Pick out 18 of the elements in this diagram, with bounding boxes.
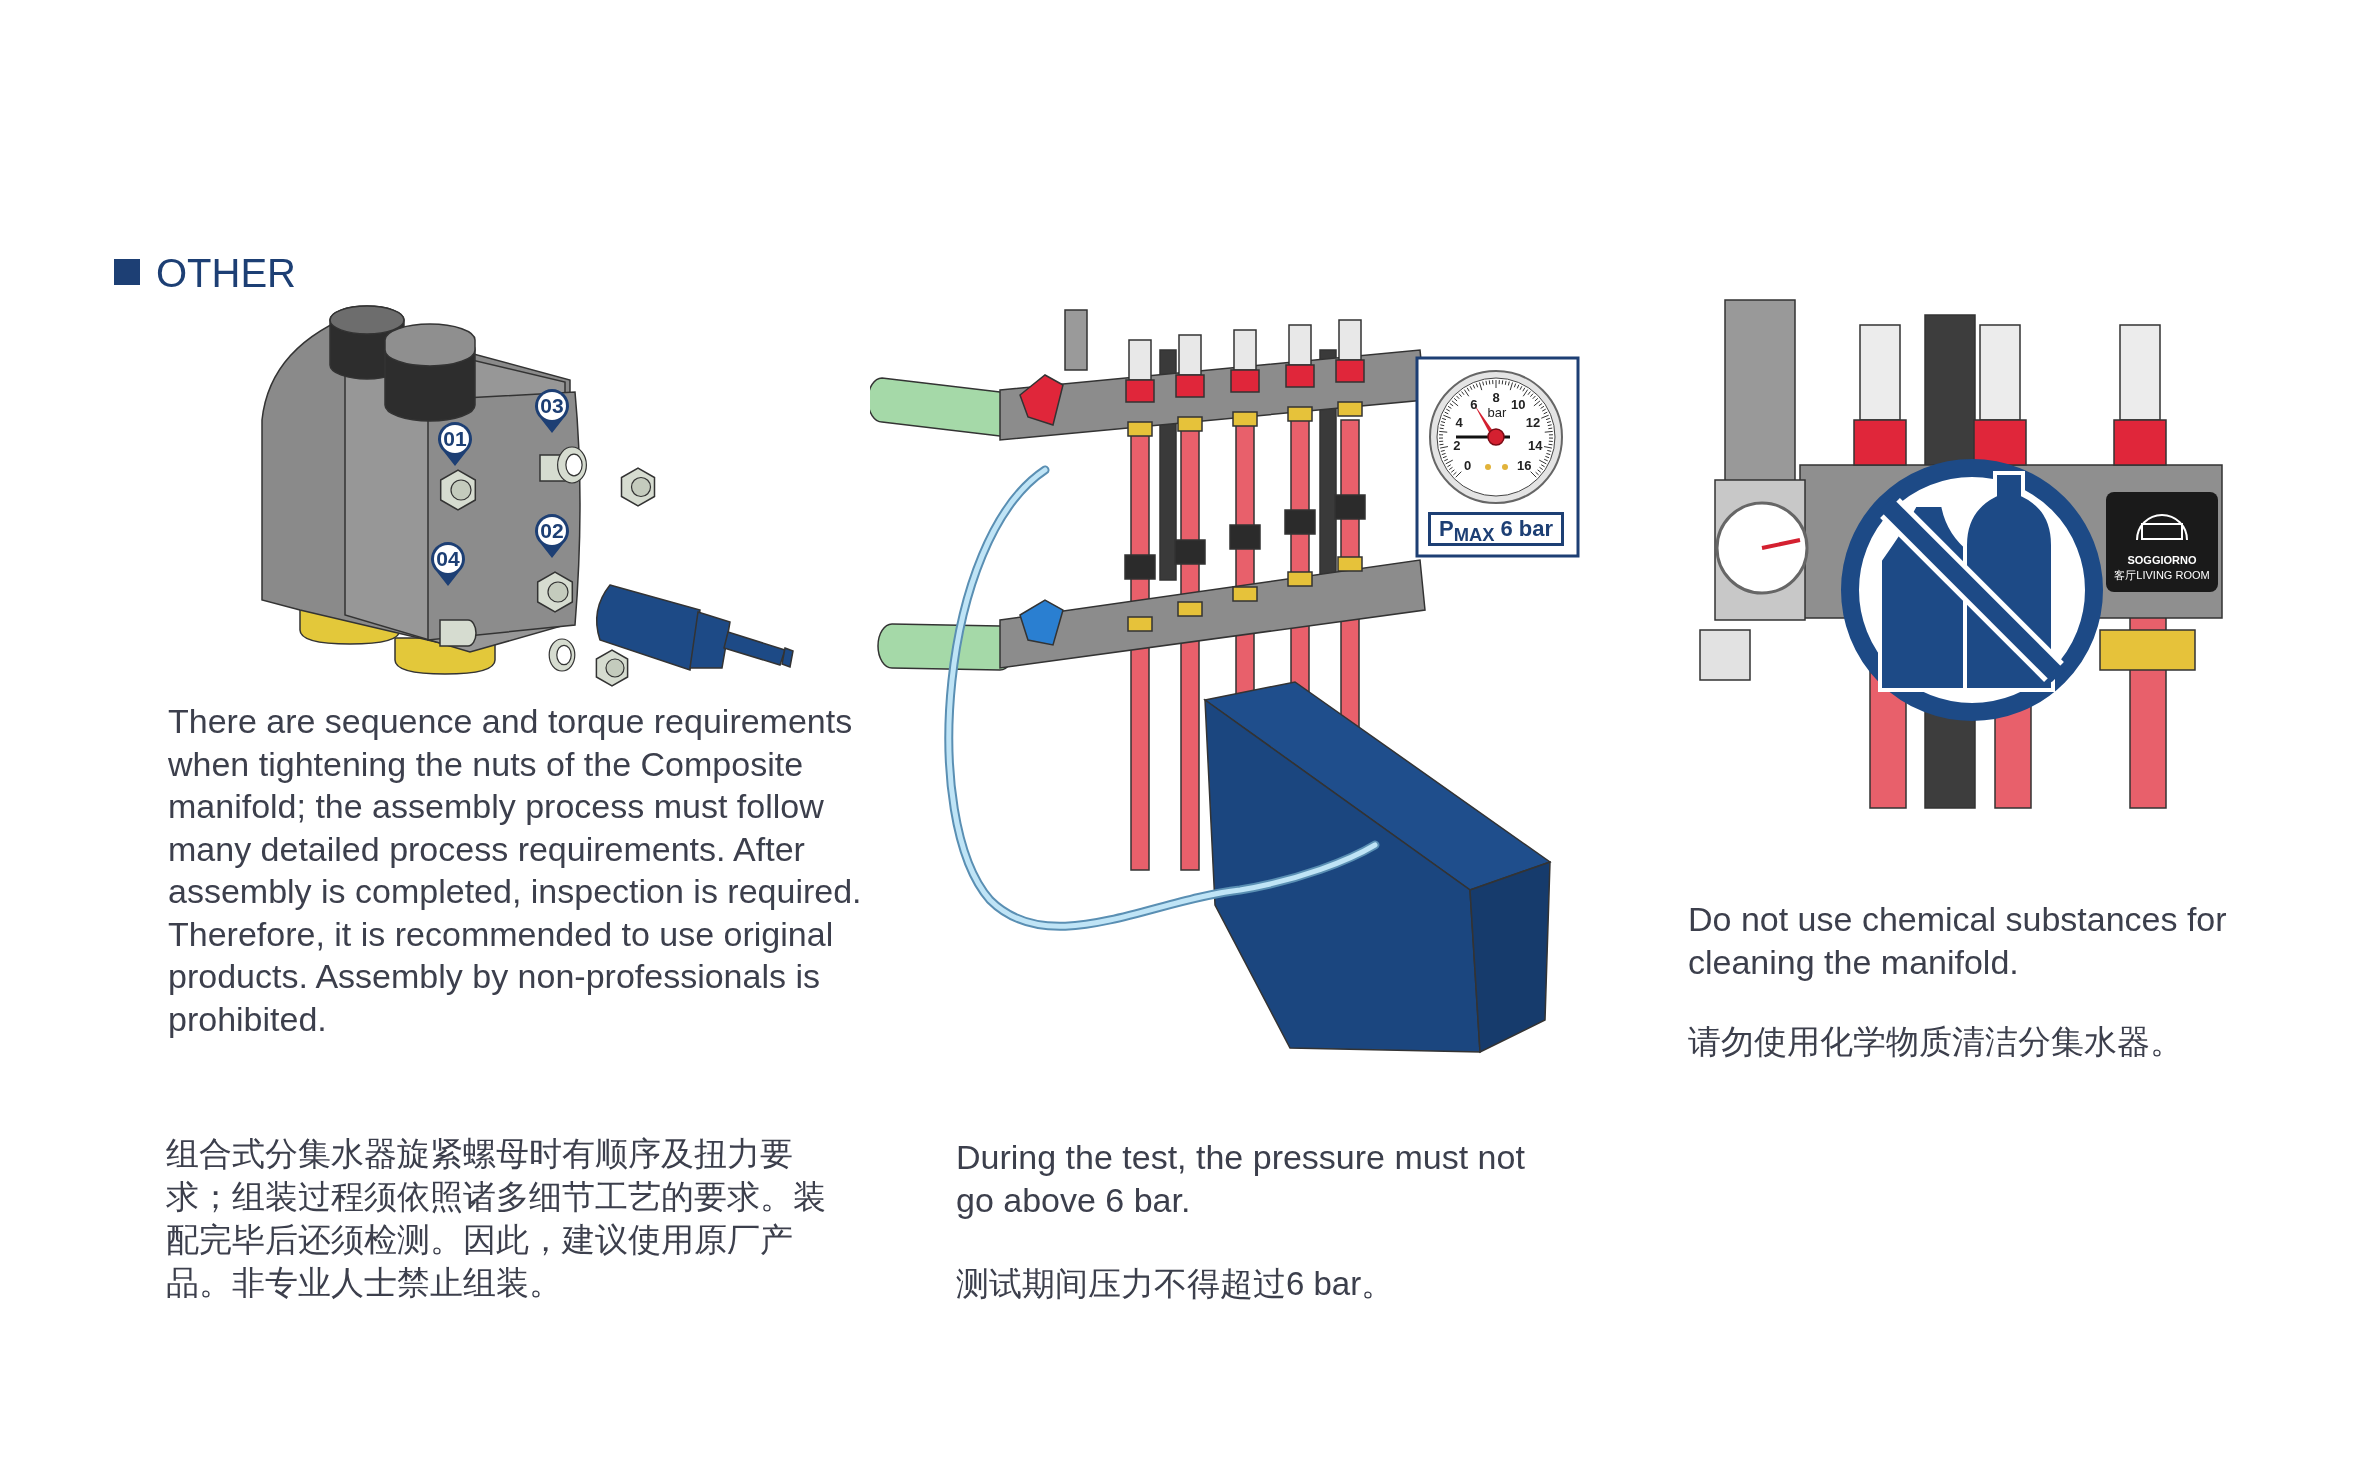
section-heading: OTHER [156, 250, 296, 296]
paragraph: During the test, the pressure must not go above 6 bar. [956, 1137, 1526, 1221]
gauge-number: 6 [1470, 396, 1478, 412]
paragraph: 测试期间压力不得超过6 bar。 [956, 1264, 1396, 1304]
gauge-number: 4 [1455, 414, 1463, 430]
gauge-number: 2 [1453, 437, 1461, 453]
gauge-number: 0 [1464, 457, 1472, 473]
pressure-limit-label: P$_{MAX}$ 6 bar [1428, 512, 1564, 546]
paragraph: 组合式分集水器旋紧螺母时有顺序及扭力要求；组装过程须依照诸多细节工艺的要求。装配完毕后还须检测。因此，建议使用原厂产品。非专业人士禁止组装。 [166, 1134, 827, 1303]
paragraph: Do not use chemical substances for cleaning the manifold. [1688, 899, 2228, 983]
gauge-unit: bar [1487, 404, 1507, 420]
gauge-number: 12 [1525, 414, 1541, 430]
paragraph: There are sequence and torque requirements when tightening the nuts of the Composite manifold; the assembly process must follow many detailed process requirements. After assembly is completed, inspection is required. Therefore, it is recommended to use original products. Assembly by non-professionals is prohibited. [168, 701, 863, 1040]
gauge-number: 14 [1528, 437, 1543, 453]
paragraph: 请勿使用化学物质清洁分集水器。 [1688, 1022, 2184, 1062]
gauge-number: 16 [1517, 457, 1532, 473]
gauge-number: 10 [1511, 396, 1526, 412]
gauge-number: 8 [1492, 389, 1500, 405]
